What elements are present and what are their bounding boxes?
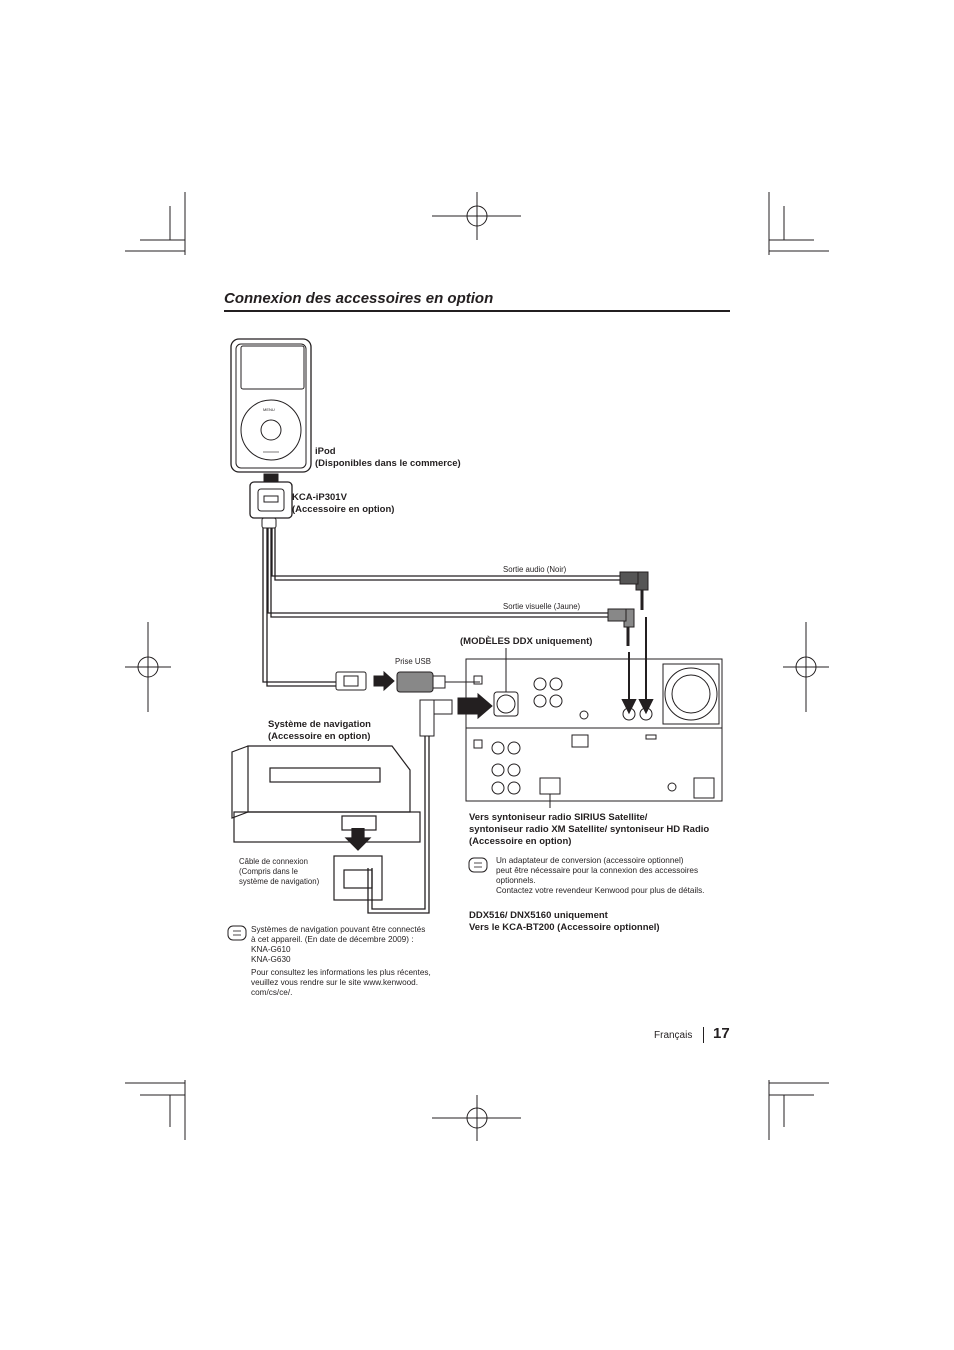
title-rule [224, 310, 730, 312]
ipod-menu-label: MENU [263, 407, 275, 412]
usb-plug [335, 670, 395, 692]
footer-language: Français [654, 1030, 693, 1041]
audio-plug [619, 571, 649, 610]
prise-usb-label: Prise USB [395, 657, 431, 666]
ipod-cables [262, 528, 620, 687]
modeles-ddx-label: (MODÈLES DDX uniquement) [460, 636, 593, 647]
note-icon [227, 857, 488, 941]
cable-connexion-label: Câble de connexion (Compris dans le syst… [239, 857, 320, 886]
registration-mark-icon [125, 192, 829, 1141]
navigation-models-note: Systèmes de navigation pouvant être conn… [251, 925, 426, 964]
head-unit-rear [465, 648, 723, 808]
video-plug [607, 608, 635, 646]
sirius-label: Vers syntoniseur radio SIRIUS Satellite/… [469, 812, 710, 847]
usb-jack [396, 671, 480, 693]
section-title: Connexion des accessoires en option [224, 290, 494, 307]
sortie-visuelle-label: Sortie visuelle (Jaune) [503, 602, 581, 611]
ipod-device [230, 338, 312, 473]
crop-mark-icon [125, 192, 829, 1140]
sortie-audio-label: Sortie audio (Noir) [503, 565, 567, 574]
kca-ip301v-label: KCA-iP301V (Accessoire en option) [292, 492, 395, 515]
ddx516-label: DDX516/ DNX5160 uniquement Vers le KCA-B… [469, 910, 660, 933]
navigation-unit [231, 745, 421, 901]
nav-cable-connector [367, 692, 493, 914]
kca-ip301v-connector [249, 473, 293, 529]
adaptateur-note: Un adaptateur de conversion (accessoire … [496, 856, 705, 895]
ipod-label: iPod (Disponibles dans le commerce) [315, 446, 461, 469]
arrow-icon [621, 617, 654, 715]
navigation-info-note: Pour consultez les informations les plus… [251, 968, 431, 997]
navigation-label: Système de navigation (Accessoire en opt… [268, 719, 371, 742]
page-number: 17 [713, 1025, 730, 1042]
footer-separator [703, 1027, 704, 1043]
